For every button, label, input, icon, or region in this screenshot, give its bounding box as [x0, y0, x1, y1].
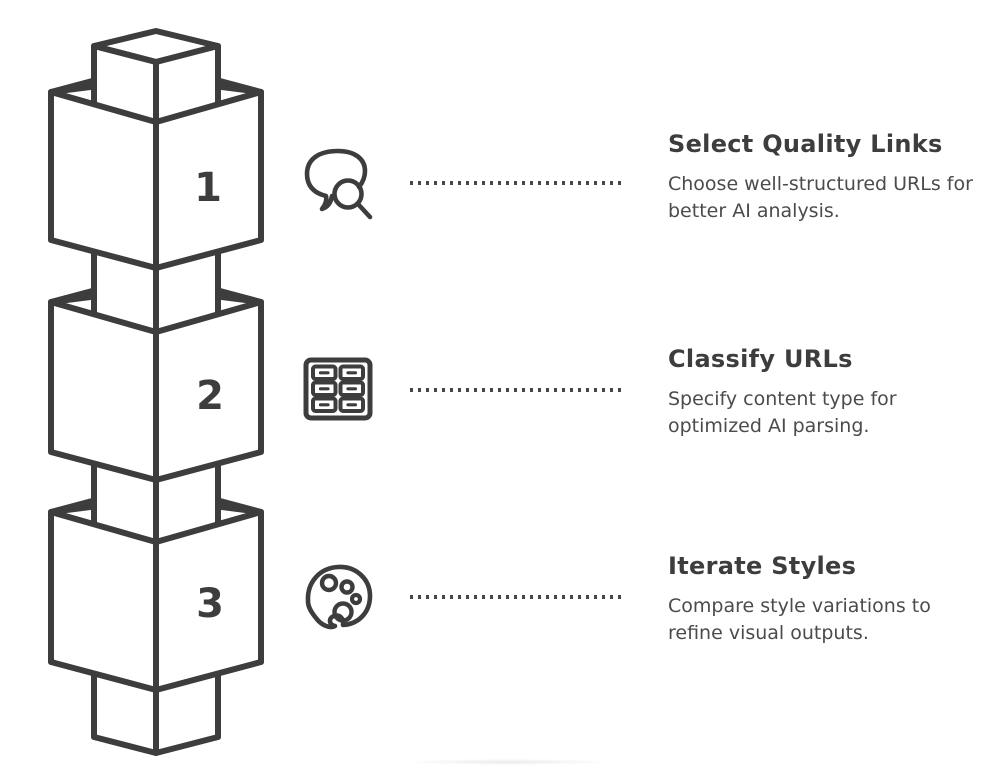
block-1-face-right [153, 89, 264, 271]
palette-icon [305, 564, 373, 630]
block-3-face-right [153, 509, 264, 693]
block-number-2: 2 [196, 373, 224, 419]
step-title: Iterate Styles [668, 552, 857, 580]
block-2-face-left [48, 299, 159, 483]
block-1-face-left [48, 89, 159, 271]
bottom-edge-shadow [408, 759, 608, 765]
step-2-text: Classify URLs Specify content type for o… [668, 345, 988, 440]
block-2-face-right [153, 299, 264, 483]
step-1-text: Select Quality Links Choose well-structu… [668, 130, 988, 225]
block-number-1: 1 [194, 165, 222, 211]
block-tower: 1 2 3 [48, 28, 264, 756]
dotted-connector-2 [410, 388, 622, 392]
step-title: Classify URLs [668, 345, 853, 373]
step-title: Select Quality Links [668, 130, 943, 158]
drawer-grid-icon [303, 357, 373, 421]
dotted-connector-1 [410, 181, 622, 185]
block-number-3: 3 [196, 581, 224, 627]
step-3-text: Iterate Styles Compare style variations … [668, 552, 988, 647]
chat-search-icon [304, 148, 373, 220]
step-description: Compare style variations to refine visua… [668, 595, 931, 644]
step-description: Specify content type for optimized AI pa… [668, 388, 897, 437]
step-description: Choose well-structured URLs for better A… [668, 173, 973, 222]
block-3-face-left [48, 509, 159, 693]
dotted-connector-3 [410, 595, 622, 599]
